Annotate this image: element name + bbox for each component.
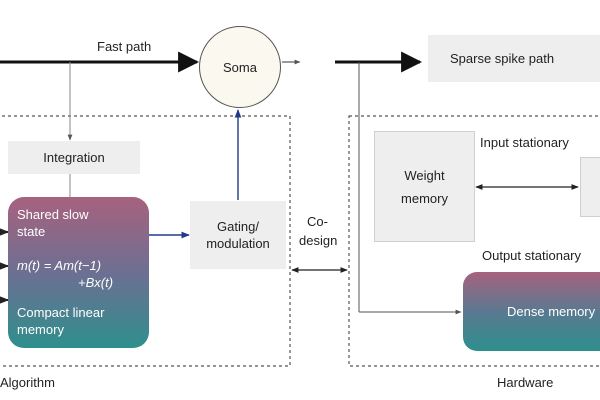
equation-line2: +Bx(t) — [78, 275, 114, 290]
slow-state-title-line2: state — [17, 224, 46, 239]
fast-path-label: Fast path — [97, 39, 152, 54]
gating-label-line2: modulation — [206, 236, 270, 251]
algorithm-caption: Algorithm — [0, 375, 55, 390]
compute-block-cropped — [580, 157, 600, 217]
input-stationary-label: Input stationary — [480, 135, 569, 150]
weight-memory-box: Weight memory — [374, 131, 475, 242]
output-stationary-label: Output stationary — [482, 248, 581, 263]
dense-memory-label: Dense memory — [507, 304, 596, 319]
sparse-spike-path-label: Sparse spike path — [450, 51, 555, 66]
equation-line1: m(t) = Am(t−1) — [17, 258, 102, 273]
gating-modulation-box: Gating/ modulation — [190, 201, 286, 269]
soma-label: Soma — [223, 59, 257, 75]
sparse-spike-path-box: Sparse spike path — [428, 35, 600, 82]
compact-memory-line2: memory — [17, 322, 64, 337]
hardware-region — [348, 115, 600, 367]
weight-memory-line2: memory — [401, 190, 448, 206]
weight-memory-line1: Weight — [404, 167, 445, 183]
codesign-label-line2: design — [299, 233, 338, 248]
gating-label-line1: Gating/ — [217, 219, 259, 234]
hardware-caption: Hardware — [497, 375, 554, 390]
integration-box: Integration — [8, 141, 140, 174]
soma-node: Soma — [199, 26, 281, 108]
dense-memory-block: Dense memory — [463, 272, 600, 351]
algorithm-region — [0, 115, 291, 367]
shared-slow-state-block: Shared slow state m(t) = Am(t−1) +Bx(t) … — [8, 197, 149, 348]
integration-label: Integration — [43, 150, 105, 165]
slow-state-title-line1: Shared slow — [17, 207, 89, 222]
codesign-label-line1: Co- — [307, 214, 328, 229]
compact-memory-line1: Compact linear — [17, 305, 105, 320]
